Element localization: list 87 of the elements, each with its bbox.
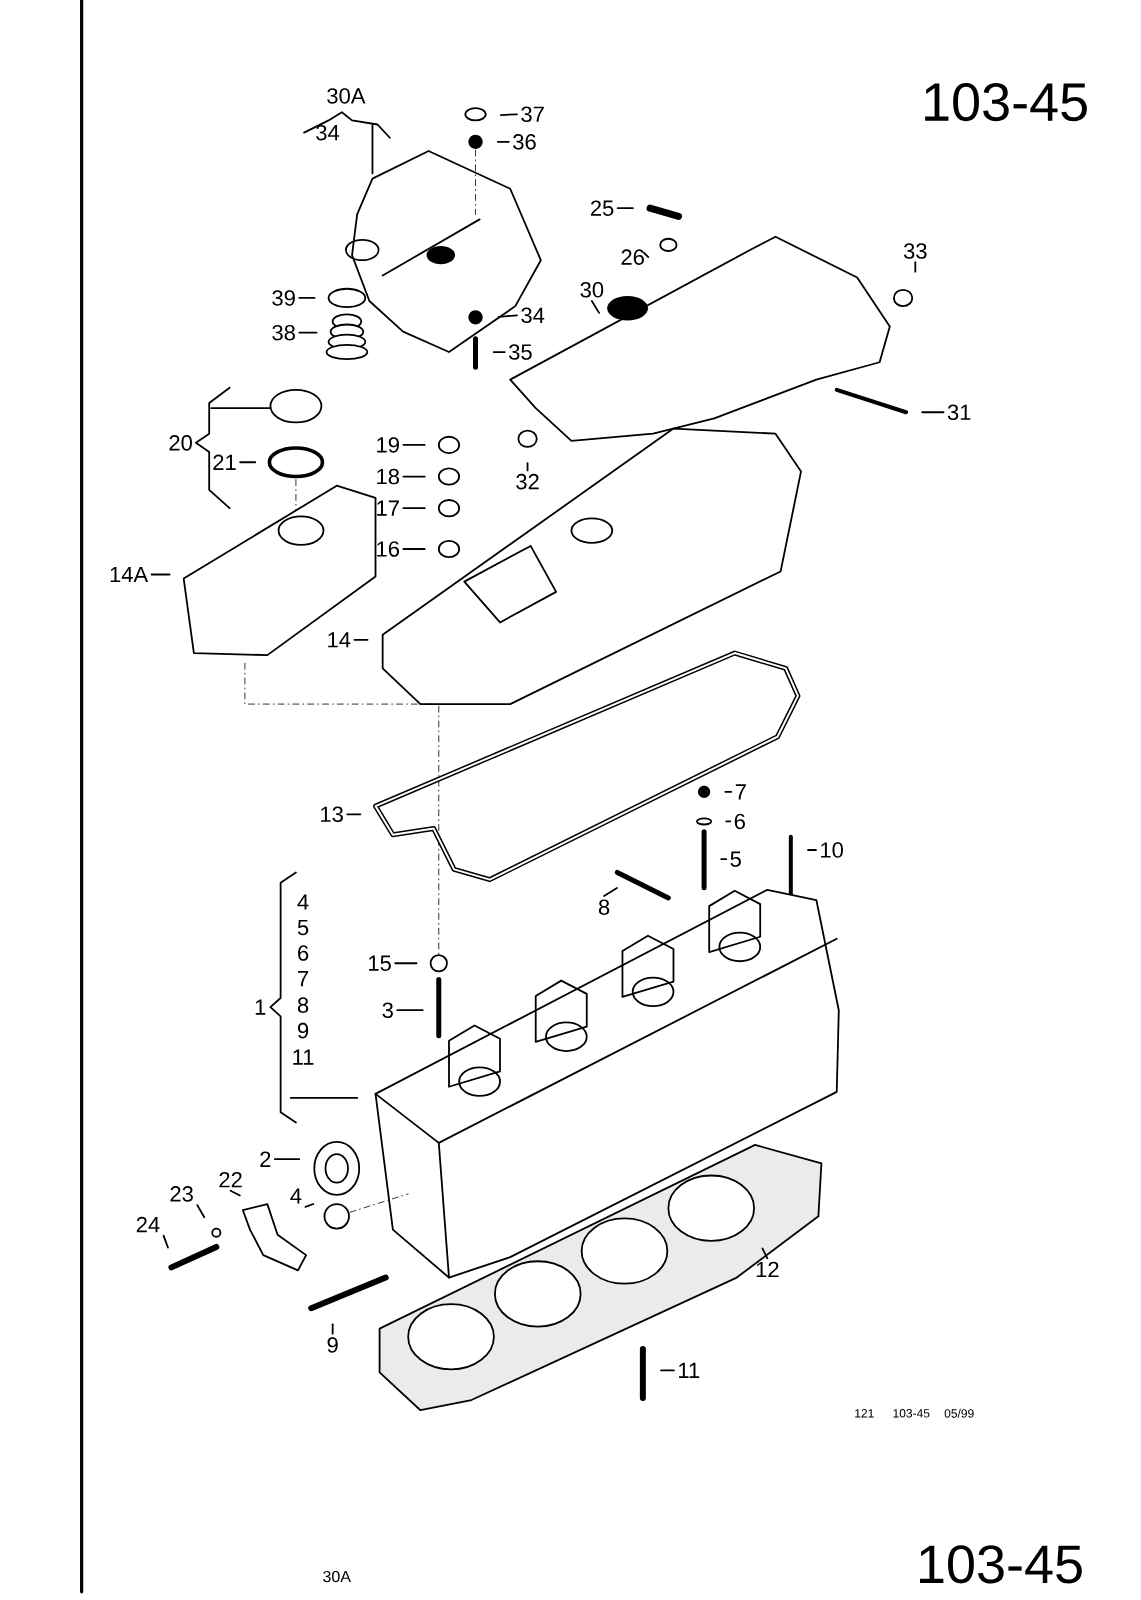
- callout-number: 10: [821, 842, 844, 858]
- callout-number: 15: [369, 955, 391, 971]
- leader-line: [394, 962, 418, 965]
- leader-line: [239, 461, 257, 464]
- leader-line: [274, 1158, 301, 1161]
- callout-number: 20: [169, 435, 193, 451]
- callout-number: 11: [679, 1362, 700, 1378]
- leader-line: [396, 1009, 424, 1012]
- callout-number: 6: [298, 945, 309, 961]
- reference-code: 05/99: [944, 1408, 974, 1418]
- callout-number: 4: [290, 1188, 302, 1204]
- callout-number: 7: [298, 971, 309, 987]
- leader-line: [497, 314, 518, 318]
- callout-number: 12: [756, 1261, 779, 1278]
- leader-line: [914, 261, 917, 273]
- callout-number: 7: [735, 784, 746, 800]
- leader-line: [642, 251, 650, 259]
- callout-number: 11: [293, 1049, 314, 1065]
- leader-line: [720, 858, 728, 861]
- callout-number: 31: [947, 404, 971, 421]
- callout-number: 22: [219, 1171, 242, 1188]
- callout-number: 4: [297, 894, 309, 910]
- callout-number: 19: [377, 437, 400, 453]
- callout-number: 9: [327, 1337, 338, 1353]
- callout-number: 18: [377, 468, 400, 485]
- leader-line: [298, 297, 316, 299]
- page-number: 103-45: [920, 1545, 1082, 1584]
- callout-number: 25: [591, 200, 614, 216]
- leader-line: [603, 887, 618, 897]
- callout-number: 9: [298, 1022, 309, 1039]
- callout-number: 24: [136, 1216, 160, 1233]
- leader-line: [346, 813, 362, 816]
- callout-number: 16: [377, 541, 400, 557]
- callout-number: 34: [521, 307, 545, 324]
- callout-number: 35: [509, 344, 532, 360]
- reference-code: 121: [855, 1409, 874, 1418]
- callout-number: 1: [255, 999, 266, 1015]
- leader-line: [402, 548, 426, 550]
- leader-line: [591, 300, 601, 314]
- leader-line: [725, 820, 732, 823]
- callout-number: 36: [513, 134, 536, 150]
- callout-number: 14A: [110, 566, 149, 583]
- callout-number: 3: [382, 1002, 393, 1018]
- leader-line: [921, 411, 945, 414]
- callout-number: 34: [316, 124, 340, 141]
- leader-line: [402, 475, 426, 478]
- leader-line: [402, 507, 426, 510]
- reference-code: 103-45: [893, 1409, 930, 1418]
- callout-number: 39: [272, 290, 295, 306]
- callout-number: 38: [272, 324, 296, 341]
- leader-line: [660, 1369, 675, 1372]
- callout-number: 37: [521, 106, 544, 123]
- callout-number: 30: [580, 282, 604, 298]
- callout-number: 30A: [323, 1570, 352, 1583]
- callout-number: 32: [516, 473, 539, 490]
- callout-number: 23: [170, 1186, 193, 1202]
- leader-line: [492, 351, 506, 353]
- leader-line: [724, 790, 733, 793]
- callout-number: 17: [377, 500, 399, 516]
- leader-line: [298, 331, 318, 334]
- callout-number: 8: [298, 997, 309, 1013]
- leader-line: [162, 1234, 169, 1249]
- leader-line: [353, 638, 369, 641]
- callout-number: 2: [260, 1151, 271, 1167]
- leader-line: [331, 1323, 334, 1335]
- page-number: 103-45: [925, 82, 1087, 122]
- callout-number: 13: [321, 806, 343, 823]
- leader-line: [496, 140, 510, 143]
- callout-number: 5: [730, 851, 741, 867]
- leader-line: [616, 207, 634, 210]
- leader-line: [402, 444, 426, 446]
- callout-number: 30A: [327, 88, 366, 104]
- callout-number: 5: [297, 919, 309, 936]
- leader-line: [150, 573, 171, 576]
- callout-number: 21: [213, 454, 236, 470]
- callout-number: 26: [621, 249, 644, 265]
- leader-line: [807, 849, 817, 851]
- leader-line: [304, 1203, 315, 1208]
- callout-number: 6: [734, 813, 746, 830]
- leader-line: [229, 1189, 241, 1197]
- callout-number: 8: [599, 899, 610, 915]
- leader-line: [196, 1204, 206, 1219]
- leader-line: [761, 1247, 769, 1260]
- callout-number: 33: [904, 243, 927, 259]
- leader-line: [526, 462, 529, 472]
- callout-number: 14: [328, 632, 351, 648]
- leader-line: [500, 113, 518, 116]
